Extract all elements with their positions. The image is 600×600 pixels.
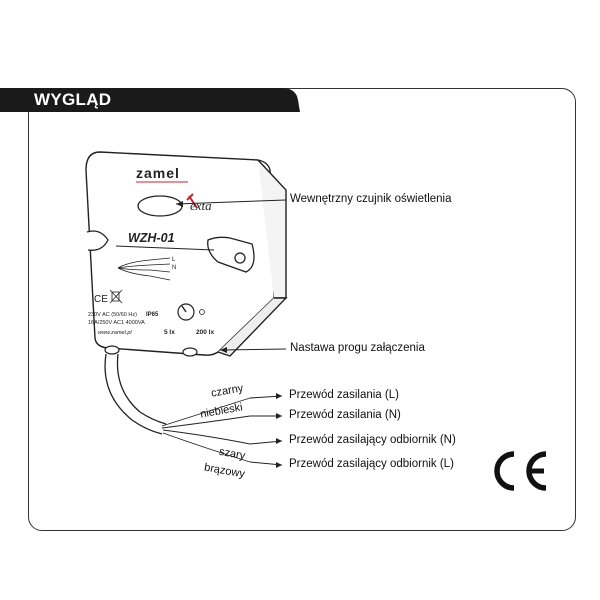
dial-min-label: 5 lx bbox=[164, 329, 175, 336]
callout-load-l: Przewód zasilający odbiornik (L) bbox=[289, 458, 454, 470]
series-logo-text: exta bbox=[190, 198, 212, 213]
section-title: WYGLĄD bbox=[34, 90, 112, 109]
bottom-adjust-holes bbox=[104, 345, 198, 357]
mounting-lugs bbox=[86, 230, 255, 273]
callout-supply-n: Przewód zasilania (N) bbox=[289, 409, 401, 421]
callout-threshold: Nastawa progu załączenia bbox=[290, 342, 425, 354]
content-frame bbox=[28, 88, 576, 531]
wire-leads bbox=[161, 397, 251, 463]
dial-max-label: 200 lx bbox=[196, 329, 214, 336]
device-ce-mark: CE bbox=[94, 294, 108, 305]
brand-logo: zamel bbox=[136, 165, 180, 181]
terminal-l-label: L bbox=[172, 257, 176, 263]
weee-bin-icon bbox=[109, 289, 123, 304]
device-housing bbox=[85, 151, 288, 357]
terminal-n-label: N bbox=[172, 265, 176, 271]
arrow-heads bbox=[176, 201, 282, 468]
exta-logo: exta bbox=[186, 193, 212, 213]
light-sensor-window bbox=[137, 195, 183, 217]
ce-mark-icon bbox=[494, 451, 547, 491]
section-tab bbox=[0, 88, 300, 112]
model-label: WZH-01 bbox=[128, 231, 175, 245]
spec-ip: IP65 bbox=[146, 312, 159, 318]
threshold-dial[interactable] bbox=[177, 303, 205, 321]
wiring-symbol bbox=[117, 257, 171, 281]
spec-website: www.zamel.pl bbox=[98, 330, 132, 336]
spec-load: 16A/250V AC1 4000VA bbox=[88, 320, 145, 326]
cable bbox=[104, 353, 167, 435]
callout-load-n: Przewód zasilający odbiornik (N) bbox=[289, 434, 456, 446]
callout-sensor: Wewnętrzny czujnik oświetlenia bbox=[290, 193, 452, 205]
spec-voltage: 230V AC (50/60 Hz) bbox=[88, 312, 137, 318]
callout-supply-l: Przewód zasilania (L) bbox=[289, 389, 399, 401]
